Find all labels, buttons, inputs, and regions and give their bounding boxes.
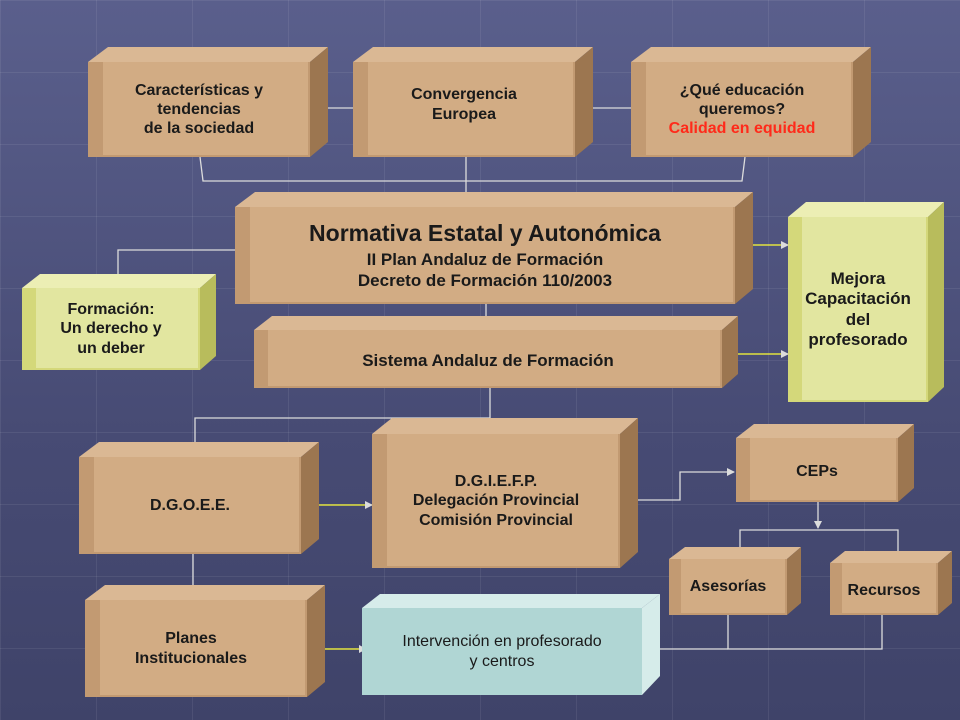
arrow-dgiefp-ceps: [638, 468, 735, 501]
label-sociedad-3: de la sociedad: [143, 120, 255, 138]
arrow-to-dgoee-dgiefp: [191, 388, 491, 450]
label-calidad-equidad: Calidad en equidad: [668, 120, 816, 138]
label-sociedad-2: tendencias: [157, 100, 241, 118]
arrow-to-recursos: [818, 529, 902, 562]
label-normativa-plan: II Plan Andaluz de Formación: [366, 250, 604, 270]
label-dgiefp-1: D.G.I.E.F.P.: [454, 473, 538, 491]
box-convergencia: Convergencia Europea: [353, 47, 593, 157]
label-dgiefp-2: Delegación Provincial: [412, 492, 580, 510]
box-mejora: Mejora Capacitación del profesorado: [788, 202, 944, 402]
normativa-title: Normativa Estatal y Autonómica: [309, 219, 661, 246]
label-intervencion-2: y centros: [469, 652, 535, 670]
label-dgoee: D.G.O.E.E.: [149, 496, 230, 514]
label-mejora-4: profesorado: [808, 329, 908, 349]
box-educacion: ¿Qué educación queremos? Calidad en equi…: [631, 47, 871, 157]
label-convergencia-2: Europea: [431, 105, 496, 123]
box-asesorias: Asesorías: [669, 547, 801, 615]
label-educacion-1: ¿Qué educación: [679, 81, 805, 99]
label-dgiefp-3: Comisión Provincial: [419, 511, 573, 529]
label-mejora-3: del: [845, 309, 871, 329]
box-dgoee: D.G.O.E.E.: [79, 442, 319, 554]
label-normativa-decreto: Decreto de Formación 110/2003: [357, 270, 613, 290]
label-mejora-2: Capacitación: [805, 289, 911, 309]
label-asesorias: Asesorías: [689, 578, 767, 596]
label-convergencia-1: Convergencia: [411, 86, 517, 104]
label-planes-2: Institucionales: [134, 649, 248, 667]
label-formacion-3: un deber: [77, 339, 145, 357]
label-formacion-2: Un derecho y: [60, 320, 162, 338]
box-ceps: CEPs: [736, 424, 914, 502]
label-planes-1: Planes: [165, 630, 217, 648]
box-intervencion: Intervención en profesorado y centros: [362, 594, 660, 695]
label-sociedad-1: Características y: [134, 81, 264, 99]
connector-top-bracket: [199, 156, 746, 182]
box-sociedad: Características y tendencias de la socie…: [88, 47, 328, 157]
box-planes: Planes Institucionales: [85, 585, 325, 697]
connector-asesorias-recursos-bracket: [727, 614, 883, 650]
arrow-to-formacion: [114, 249, 250, 284]
label-recursos: Recursos: [847, 582, 921, 600]
box-formacion: Formación: Un derecho y un deber: [22, 274, 216, 370]
box-recursos: Recursos: [830, 551, 952, 615]
label-sistema: Sistema Andaluz de Formación: [362, 350, 614, 370]
box-sistema: Sistema Andaluz de Formación: [254, 316, 738, 388]
label-intervencion-1: Intervención en profesorado: [402, 633, 602, 651]
label-mejora-1: Mejora: [830, 268, 886, 288]
box-dgiefp: D.G.I.E.F.P. Delegación Provincial Comis…: [372, 418, 638, 568]
label-ceps: CEPs: [796, 463, 838, 480]
box-normativa: Normativa Estatal y Autonómica II Plan A…: [235, 192, 753, 304]
label-formacion-1: Formación:: [67, 301, 155, 319]
label-educacion-2: queremos?: [698, 100, 786, 118]
